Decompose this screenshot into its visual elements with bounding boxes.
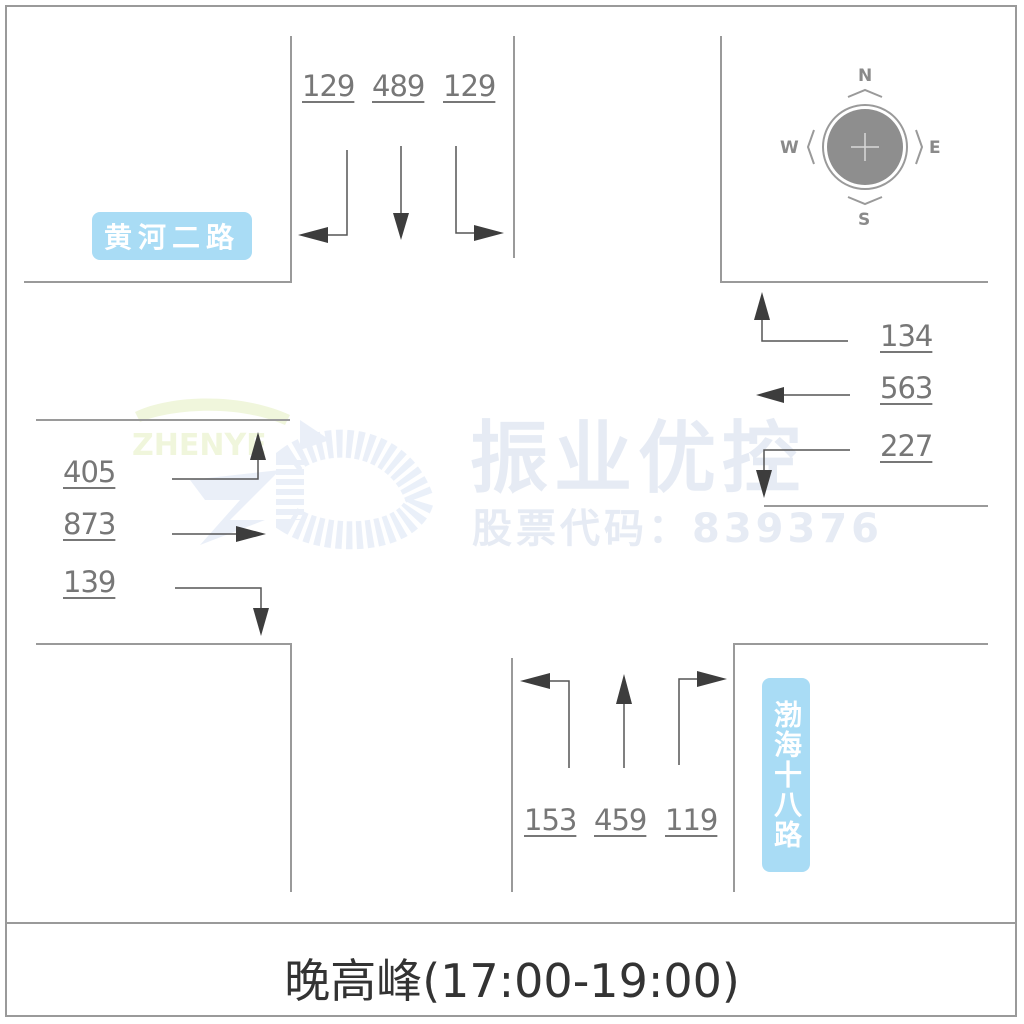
nw-corner-edge <box>24 36 292 283</box>
footer-divider <box>5 922 1017 924</box>
diagram-frame <box>5 5 1017 1017</box>
road-label-north-south: 渤海十八路 <box>762 678 810 872</box>
south-right-volume: 119 <box>665 803 718 837</box>
south-through-arrowhead <box>616 674 632 704</box>
logo-arc-icon <box>135 398 290 425</box>
south-right-arrow <box>678 678 704 765</box>
west-left-arrowhead <box>250 432 266 460</box>
north-right-arrowhead <box>474 225 504 241</box>
watermark-company: 振业优控 <box>470 414 807 504</box>
south-left-arrow <box>544 680 570 768</box>
south-left-arrowhead <box>520 673 550 689</box>
east-left-arrowhead <box>756 470 772 498</box>
west-right-arrow <box>175 587 262 614</box>
sw-corner-edge <box>36 643 292 892</box>
compass-west-label: W <box>780 138 799 158</box>
compass-north-label: N <box>858 66 873 86</box>
west-left-volume: 405 <box>63 455 116 489</box>
ne-corner-edge <box>720 36 988 283</box>
east-right-arrow <box>761 316 848 342</box>
west-through-arrowhead <box>236 526 266 542</box>
period-title: 晚高峰(17:00-19:00) <box>284 954 740 1008</box>
east-through-arrowhead <box>756 387 784 403</box>
west-left-arrow <box>172 456 259 480</box>
north-right-volume: 129 <box>443 69 496 103</box>
west-through-volume: 873 <box>63 507 116 541</box>
north-through-volume: 489 <box>372 69 425 103</box>
logo-rays-icon <box>190 420 435 550</box>
east-left-volume: 227 <box>880 429 933 463</box>
west-right-arrowhead <box>253 608 269 636</box>
south-right-arrowhead <box>697 671 727 687</box>
south-left-volume: 153 <box>524 803 577 837</box>
se-corner-edge <box>733 643 988 892</box>
compass-east-label: E <box>929 138 941 158</box>
north-left-volume: 129 <box>302 69 355 103</box>
east-through-volume: 563 <box>880 371 933 405</box>
compass-south-label: S <box>858 210 871 230</box>
road-label-west-east: 黄河二路 <box>92 212 252 260</box>
watermark-logo-text: ZHENYE <box>132 428 267 463</box>
north-left-arrowhead <box>298 227 328 243</box>
north-through-arrowhead <box>393 213 409 240</box>
watermark-stock-code: 股票代码：839376 <box>472 506 883 552</box>
east-left-arrow <box>763 449 850 478</box>
east-right-volume: 134 <box>880 319 933 353</box>
west-right-volume: 139 <box>63 565 116 599</box>
south-through-volume: 459 <box>594 803 647 837</box>
east-right-arrowhead <box>754 292 770 320</box>
